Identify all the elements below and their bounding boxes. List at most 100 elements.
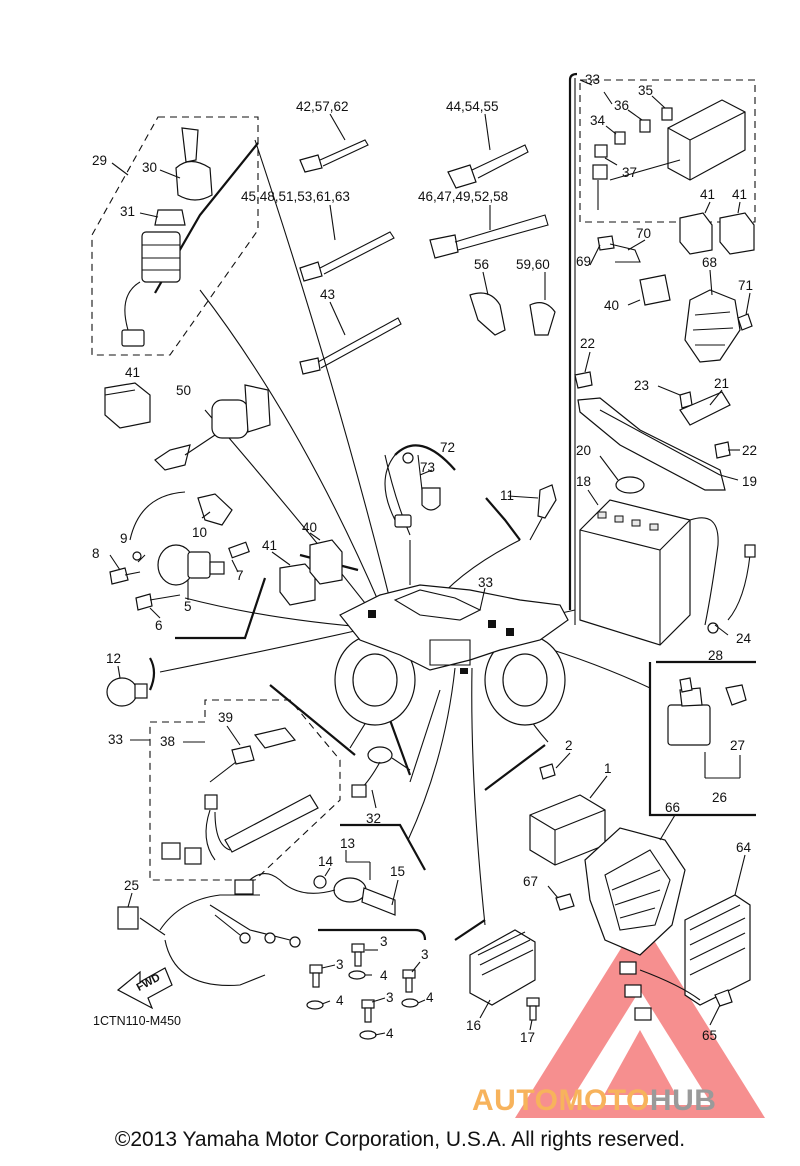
callout-46: 46,47,49,52,58: [418, 189, 508, 204]
battery-18: [579, 499, 691, 646]
fuse-box-group: [592, 99, 746, 210]
battery-cable-24: [689, 517, 756, 634]
callout-41: 41: [125, 365, 140, 380]
callout-41-center: 41: [262, 538, 277, 553]
callout-34: 34: [590, 113, 606, 128]
callout-50: 50: [176, 383, 191, 398]
bracket-66: [555, 827, 686, 956]
callout-31: 31: [120, 204, 135, 219]
switch-50: [154, 384, 271, 471]
callout-36: 36: [614, 98, 629, 113]
callout-6: 6: [155, 618, 163, 633]
group-box-38: [149, 699, 341, 881]
callout-19: 19: [742, 474, 757, 489]
callout-14: 14: [318, 854, 334, 869]
callout-11: 11: [500, 488, 514, 503]
cable-ties: [299, 139, 556, 375]
callout-67: 67: [523, 874, 538, 889]
group-box-33-top: [579, 79, 756, 223]
harness-65: [619, 961, 733, 1021]
callout-66: 66: [665, 800, 680, 815]
callout-18: 18: [576, 474, 591, 489]
callout-4-d: 4: [386, 1026, 394, 1041]
callout-26: 26: [712, 790, 727, 805]
callout-17: 17: [520, 1030, 535, 1045]
callout-45: 45,48,51,53,61,63: [241, 189, 350, 204]
battery-box-19-23: [574, 371, 731, 494]
callout-4-b: 4: [336, 993, 344, 1008]
callout-3-a: 3: [380, 934, 388, 949]
callout-68: 68: [702, 255, 717, 270]
watermark-text-a: AUTOMOTO: [472, 1084, 650, 1117]
callout-41-r2: 41: [732, 187, 747, 202]
callout-22-a: 22: [580, 336, 595, 351]
callout-70: 70: [636, 226, 651, 241]
callout-72: 72: [440, 440, 455, 455]
callout-41-r1: 41: [700, 187, 715, 202]
rectifier-regulator-16: [469, 929, 540, 1021]
callout-29: 29: [92, 153, 107, 168]
callout-leaders: [109, 79, 751, 1036]
callout-12: 12: [106, 651, 121, 666]
callout-64: 64: [736, 840, 752, 855]
sensor-12: [106, 677, 148, 707]
callout-35: 35: [638, 83, 653, 98]
ecu-1: [529, 763, 606, 866]
sensor-11: [529, 484, 557, 541]
ignition-coil-group: [109, 491, 250, 611]
callout-71: 71: [738, 278, 753, 293]
callout-38: 38: [160, 734, 175, 749]
relays-41-right: [679, 212, 755, 255]
sub-harness-38: [161, 727, 319, 865]
callout-13: 13: [340, 836, 355, 851]
forward-arrow: [116, 967, 173, 1010]
callout-33-mid: 33: [478, 575, 493, 590]
connector-41-left: [104, 382, 151, 429]
relay-bracket-68: [597, 235, 753, 363]
callout-5: 5: [184, 599, 192, 614]
callout-33-left: 33: [108, 732, 123, 747]
watermark-text-b: HUB: [649, 1084, 717, 1117]
callout-27: 27: [730, 738, 745, 753]
unit-64: [684, 894, 751, 1006]
atv-vehicle: [334, 584, 569, 726]
callout-20: 20: [576, 443, 591, 458]
callout-23: 23: [634, 378, 649, 393]
callout-43: 43: [320, 287, 335, 302]
callout-16: 16: [466, 1018, 481, 1033]
callout-32: 32: [366, 811, 381, 826]
callout-9: 9: [120, 531, 128, 546]
callout-24: 24: [736, 631, 752, 646]
callout-2: 2: [565, 738, 573, 753]
harness-25: [117, 894, 301, 987]
callout-28: 28: [708, 648, 723, 663]
callout-42: 42,57,62: [296, 99, 349, 114]
starter-relay-26: [667, 677, 747, 779]
callout-3-d: 3: [386, 990, 394, 1005]
callout-4-a: 4: [380, 968, 388, 983]
diagram-code: 1CTN110-M450: [93, 1014, 181, 1028]
copyright-notice: ©2013 Yamaha Motor Corporation, U.S.A. A…: [114, 1128, 686, 1151]
switch-32: [351, 746, 411, 798]
callout-44: 44,54,55: [446, 99, 499, 114]
callout-1: 1: [604, 761, 612, 776]
watermark-text: AUTOMOTOHUB: [472, 1084, 716, 1118]
callout-69: 69: [576, 254, 591, 269]
callout-8: 8: [92, 546, 100, 561]
callout-73: 73: [420, 460, 435, 475]
callout-21: 21: [714, 376, 729, 391]
callout-40-right: 40: [604, 298, 619, 313]
group-box-29: [91, 116, 259, 356]
callout-3-b: 3: [336, 957, 344, 972]
main-switch-assembly: [121, 127, 213, 347]
sensor-72-73: [384, 452, 441, 528]
callout-33-top: 33: [585, 72, 600, 87]
callout-39: 39: [218, 710, 233, 725]
callout-56: 56: [474, 257, 489, 272]
callout-59: 59,60: [516, 257, 550, 272]
callout-3-c: 3: [421, 947, 429, 962]
sensor-13-15: [234, 873, 396, 916]
connectors-40-41-center: [279, 539, 343, 606]
callout-30: 30: [142, 160, 157, 175]
